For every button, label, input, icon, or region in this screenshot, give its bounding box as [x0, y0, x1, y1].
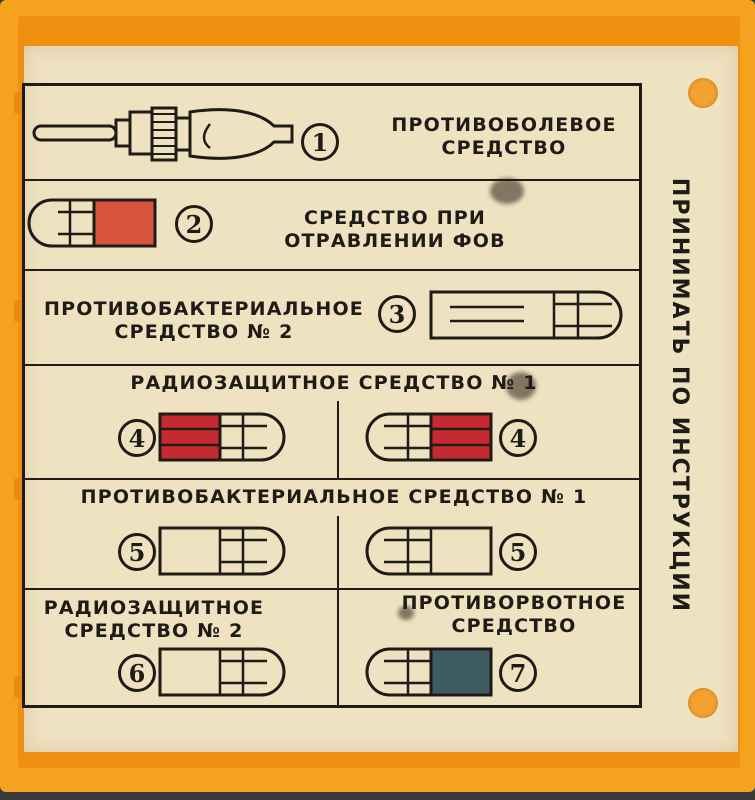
pill-capsule-icon	[158, 412, 286, 462]
pill-capsule-icon	[429, 290, 623, 340]
column-divider	[337, 401, 339, 478]
pill-capsule-icon	[158, 526, 286, 576]
item-number-badge: 4	[118, 419, 156, 457]
item-label: ПРОТИВОБАКТЕРИАЛЬНОЕ СРЕДСТВО № 1	[80, 486, 588, 508]
item-number-badge: 5	[499, 533, 537, 571]
item-number-badge: 2	[175, 205, 213, 243]
item-number-badge: 3	[378, 295, 416, 333]
side-instruction: ПРИНИМАТЬ ПО ИНСТРУКЦИИ	[650, 80, 710, 710]
pill-capsule-icon	[27, 198, 157, 248]
row-divider	[25, 478, 639, 480]
column-divider	[337, 516, 339, 588]
row-divider	[25, 588, 639, 590]
mount-hole	[688, 78, 718, 108]
pill-capsule-icon	[158, 647, 286, 697]
item-label: РАДИОЗАЩИТНОЕ СРЕДСТВО № 1	[130, 372, 538, 394]
item-number-badge: 4	[499, 419, 537, 457]
ink-smudge	[398, 606, 414, 620]
side-instruction-text: ПРИНИМАТЬ ПО ИНСТРУКЦИИ	[667, 177, 693, 613]
instruction-card	[24, 46, 738, 752]
pill-capsule-icon	[365, 526, 493, 576]
item-number-badge: 6	[118, 654, 156, 692]
instruction-table	[22, 83, 642, 708]
item-number-badge: 1	[301, 123, 339, 161]
syringe-tube-icon	[32, 106, 294, 162]
row-divider	[25, 364, 639, 366]
item-number-badge: 7	[499, 654, 537, 692]
ink-smudge	[506, 372, 536, 400]
pill-capsule-icon	[365, 412, 493, 462]
pill-capsule-icon	[365, 647, 493, 697]
ink-smudge	[490, 178, 524, 204]
column-divider	[337, 588, 339, 705]
mount-hole	[688, 688, 718, 718]
item-number-badge: 5	[118, 533, 156, 571]
row-divider	[25, 179, 639, 181]
row-divider	[25, 269, 639, 271]
